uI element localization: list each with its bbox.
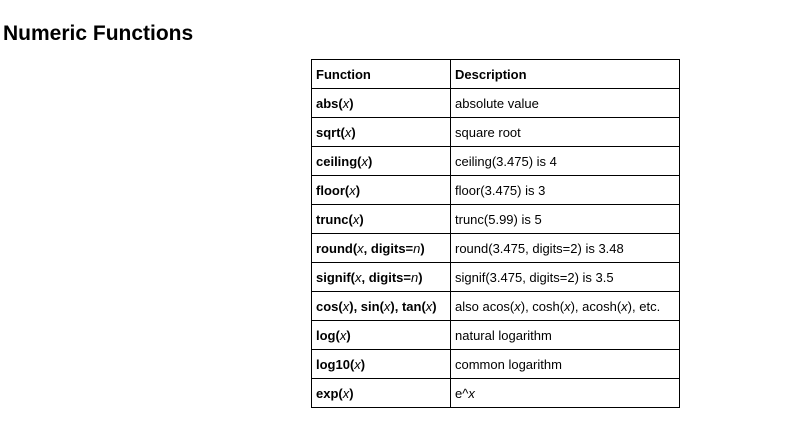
cell-text: also acos( bbox=[455, 298, 515, 314]
description-cell: absolute value bbox=[450, 88, 680, 118]
cell-text: ) bbox=[432, 298, 437, 314]
function-column-header: Function bbox=[311, 59, 451, 89]
table-row: cos(x), sin(x), tan(x)also acos(x), cosh… bbox=[311, 291, 680, 321]
cell-text: ) bbox=[418, 269, 423, 285]
description-cell: square root bbox=[450, 117, 680, 147]
description-cell: round(3.475, digits=2) is 3.48 bbox=[450, 233, 680, 263]
cell-text: ), sin( bbox=[349, 298, 384, 314]
variable-text: x bbox=[425, 298, 433, 314]
cell-text: natural logarithm bbox=[455, 327, 552, 343]
cell-text: common logarithm bbox=[455, 356, 562, 372]
description-cell: common logarithm bbox=[450, 349, 680, 379]
cell-text: round( bbox=[316, 240, 358, 256]
variable-text: x bbox=[357, 240, 364, 256]
cell-text: absolute value bbox=[455, 95, 539, 111]
function-cell: log(x) bbox=[311, 320, 451, 350]
function-cell: sqrt(x) bbox=[311, 117, 451, 147]
variable-text: x bbox=[349, 182, 356, 198]
cell-text: , digits= bbox=[363, 240, 414, 256]
variable-text: x bbox=[342, 385, 350, 401]
table-row: abs(x)absolute value bbox=[311, 88, 680, 118]
cell-text: , digits= bbox=[361, 269, 411, 285]
function-cell: trunc(x) bbox=[311, 204, 451, 234]
table-row: exp(x)e^x bbox=[311, 378, 680, 408]
variable-text: x bbox=[383, 298, 391, 314]
description-cell: also acos(x), cosh(x), acosh(x), etc. bbox=[450, 291, 680, 321]
function-cell: cos(x), sin(x), tan(x) bbox=[311, 291, 451, 321]
variable-text: x bbox=[339, 327, 347, 343]
variable-text: x bbox=[621, 298, 628, 314]
cell-text: exp( bbox=[316, 385, 343, 401]
description-cell: ceiling(3.475) is 4 bbox=[450, 146, 680, 176]
table-row: signif(x, digits=n)signif(3.475, digits=… bbox=[311, 262, 680, 292]
cell-text: signif(3.475, digits=2) is 3.5 bbox=[455, 269, 614, 285]
cell-text: e^ bbox=[455, 385, 469, 401]
cell-text: ) bbox=[351, 124, 356, 140]
table-header-row: Function Description bbox=[311, 59, 680, 89]
cell-text: log10( bbox=[316, 356, 355, 372]
function-cell: signif(x, digits=n) bbox=[311, 262, 451, 292]
variable-text: x bbox=[355, 269, 362, 285]
cell-text: round(3.475, digits=2) is 3.48 bbox=[455, 240, 624, 256]
cell-text: ) bbox=[355, 182, 361, 198]
cell-text: ) bbox=[360, 356, 366, 372]
variable-text: x bbox=[468, 385, 475, 401]
description-cell: floor(3.475) is 3 bbox=[450, 175, 680, 205]
variable-text: x bbox=[344, 124, 352, 140]
description-cell: trunc(5.99) is 5 bbox=[450, 204, 680, 234]
description-column-header: Description bbox=[450, 59, 680, 89]
function-cell: ceiling(x) bbox=[311, 146, 451, 176]
table-row: trunc(x)trunc(5.99) is 5 bbox=[311, 204, 680, 234]
cell-text: signif( bbox=[316, 269, 355, 285]
cell-text: ), acosh( bbox=[570, 298, 622, 314]
cell-text: ) bbox=[346, 327, 351, 343]
cell-text: log( bbox=[316, 327, 340, 343]
cell-text: ) bbox=[359, 211, 364, 227]
numeric-functions-table: Function Description abs(x)absolute valu… bbox=[311, 59, 680, 408]
function-cell: log10(x) bbox=[311, 349, 451, 379]
table-row: ceiling(x)ceiling(3.475) is 4 bbox=[311, 146, 680, 176]
cell-text: ), cosh( bbox=[520, 298, 565, 314]
variable-text: x bbox=[564, 298, 571, 314]
cell-text: floor( bbox=[316, 182, 350, 198]
function-cell: floor(x) bbox=[311, 175, 451, 205]
page-title: Numeric Functions bbox=[3, 22, 194, 45]
variable-text: x bbox=[354, 356, 361, 372]
cell-text: ), tan( bbox=[390, 298, 426, 314]
table-row: round(x, digits=n)round(3.475, digits=2)… bbox=[311, 233, 680, 263]
cell-text: floor(3.475) is 3 bbox=[455, 182, 546, 198]
cell-text: square root bbox=[455, 124, 521, 140]
cell-text: ceiling(3.475) is 4 bbox=[455, 153, 557, 169]
description-cell: natural logarithm bbox=[450, 320, 680, 350]
variable-text: n bbox=[413, 240, 421, 256]
variable-text: n bbox=[410, 269, 419, 285]
table-row: log10(x)common logarithm bbox=[311, 349, 680, 379]
cell-text: abs( bbox=[316, 95, 343, 111]
cell-text: ) bbox=[349, 95, 354, 111]
cell-text: ) bbox=[349, 385, 354, 401]
function-cell: exp(x) bbox=[311, 378, 451, 408]
function-cell: round(x, digits=n) bbox=[311, 233, 451, 263]
variable-text: x bbox=[514, 298, 521, 314]
cell-text: trunc( bbox=[316, 211, 353, 227]
description-cell: e^x bbox=[450, 378, 680, 408]
variable-text: x bbox=[342, 298, 350, 314]
variable-text: x bbox=[352, 211, 360, 227]
cell-text: ) bbox=[368, 153, 373, 169]
table-row: floor(x)floor(3.475) is 3 bbox=[311, 175, 680, 205]
table-row: log(x)natural logarithm bbox=[311, 320, 680, 350]
cell-text: ceiling( bbox=[316, 153, 362, 169]
cell-text: trunc(5.99) is 5 bbox=[455, 211, 542, 227]
cell-text: sqrt( bbox=[316, 124, 345, 140]
cell-text: ), etc. bbox=[627, 298, 661, 314]
variable-text: x bbox=[361, 153, 369, 169]
description-cell: signif(3.475, digits=2) is 3.5 bbox=[450, 262, 680, 292]
cell-text: ) bbox=[420, 240, 425, 256]
table-row: sqrt(x)square root bbox=[311, 117, 680, 147]
function-cell: abs(x) bbox=[311, 88, 451, 118]
cell-text: cos( bbox=[316, 298, 343, 314]
variable-text: x bbox=[342, 95, 350, 111]
